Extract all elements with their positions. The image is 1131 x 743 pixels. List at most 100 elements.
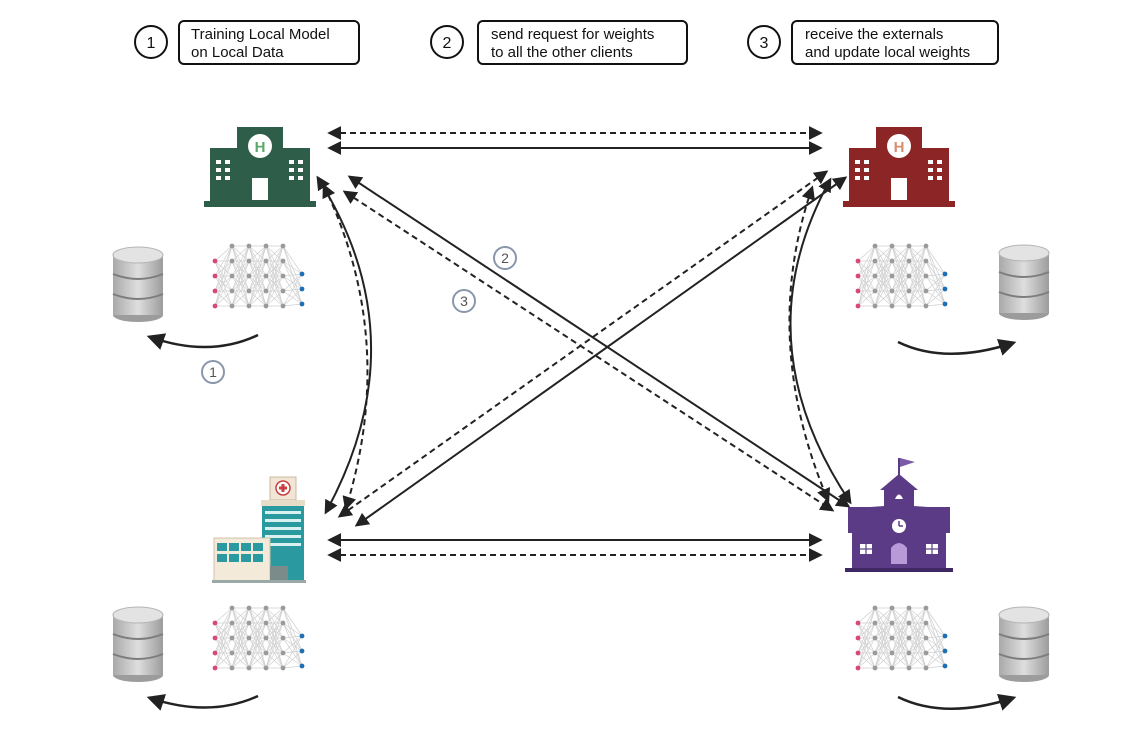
nn-node	[229, 665, 235, 671]
nn-node	[872, 635, 878, 641]
nn-node	[280, 650, 286, 656]
nn-node	[263, 288, 269, 294]
legend-step-3: 3 receive the externals and update local…	[747, 20, 999, 65]
nn-node	[889, 650, 895, 656]
nn-node	[212, 303, 218, 309]
nn-node	[212, 288, 218, 294]
nn-node	[299, 286, 305, 292]
hospital-green-icon: H	[204, 127, 316, 207]
legend-step-1: 1 Training Local Model on Local Data	[134, 20, 360, 65]
nn-node	[280, 620, 286, 626]
step-text-line2: on Local Data	[191, 44, 284, 61]
nn-node	[855, 258, 861, 264]
nn-node	[923, 620, 929, 626]
nn-node	[906, 303, 912, 309]
nn-node	[872, 258, 878, 264]
arrow-left-dashed	[322, 183, 369, 511]
hospital-red-icon: H	[843, 127, 955, 207]
nn-node	[855, 620, 861, 626]
database-icon	[112, 246, 164, 322]
step-text-line2: and update local weights	[805, 44, 970, 61]
nn-node	[889, 620, 895, 626]
step-text-line1: receive the externals	[805, 26, 943, 43]
nn-node	[246, 303, 252, 309]
nn-node	[855, 665, 861, 671]
nn-node	[229, 650, 235, 656]
nn-node	[246, 288, 252, 294]
nn-node	[246, 605, 252, 611]
nn-node	[872, 650, 878, 656]
nn-node	[263, 273, 269, 279]
nn-node	[280, 288, 286, 294]
nn-node	[280, 605, 286, 611]
nn-node	[263, 258, 269, 264]
nn-node	[280, 243, 286, 249]
nn-node	[906, 273, 912, 279]
nn-node	[229, 620, 235, 626]
neural-network-icon	[212, 605, 305, 671]
nn-node	[229, 288, 235, 294]
step-number-circle	[134, 25, 168, 59]
nn-node	[246, 258, 252, 264]
nn-node	[280, 273, 286, 279]
step-number-circle	[430, 25, 464, 59]
nn-node	[212, 650, 218, 656]
train-arrow-purple	[897, 693, 1017, 711]
marker-circle	[452, 289, 476, 313]
train-arrow-green	[146, 333, 259, 350]
nn-node	[923, 258, 929, 264]
nn-node	[906, 620, 912, 626]
nn-node	[212, 620, 218, 626]
hospital-badge-letter: H	[255, 139, 266, 156]
nn-node	[263, 605, 269, 611]
step-markers: 2 3 1	[201, 246, 517, 384]
nn-node	[923, 650, 929, 656]
nn-node	[246, 635, 252, 641]
nn-node	[906, 650, 912, 656]
nn-node	[246, 620, 252, 626]
nn-node	[923, 303, 929, 309]
nn-node	[246, 650, 252, 656]
nn-node	[872, 273, 878, 279]
nn-node	[942, 271, 948, 277]
arrow-diagonal-dashed-2	[337, 170, 829, 518]
marker-number: 1	[209, 364, 217, 380]
nn-node	[299, 648, 305, 654]
database-icon	[112, 606, 164, 682]
nn-node	[263, 635, 269, 641]
communication-arrows	[316, 126, 852, 562]
nn-node	[855, 635, 861, 641]
nn-node	[889, 273, 895, 279]
nn-node	[855, 650, 861, 656]
nn-node	[872, 665, 878, 671]
database-icon	[998, 244, 1050, 320]
train-arrow-teal	[146, 694, 259, 711]
step-number: 3	[760, 35, 769, 52]
nn-node	[246, 273, 252, 279]
marker-request: 2	[493, 246, 517, 270]
nn-node	[280, 303, 286, 309]
nn-node	[906, 288, 912, 294]
nn-node	[229, 243, 235, 249]
neural-network-icon	[855, 243, 948, 309]
nn-node	[263, 243, 269, 249]
nn-node	[923, 635, 929, 641]
step-number-circle	[747, 25, 781, 59]
nn-node	[889, 605, 895, 611]
marker-number: 2	[501, 250, 509, 266]
step-box	[791, 20, 999, 65]
legend: 1 Training Local Model on Local Data 2 s…	[134, 20, 999, 65]
nn-node	[923, 288, 929, 294]
train-arrow-red	[897, 338, 1017, 356]
nn-node	[906, 258, 912, 264]
nn-node	[906, 635, 912, 641]
nn-node	[263, 620, 269, 626]
marker-circle	[493, 246, 517, 270]
nn-node	[889, 665, 895, 671]
arrow-right-dashed	[788, 185, 831, 503]
neural-network-icon	[212, 243, 305, 309]
nn-node	[299, 271, 305, 277]
step-box	[477, 20, 688, 65]
nn-node	[906, 665, 912, 671]
